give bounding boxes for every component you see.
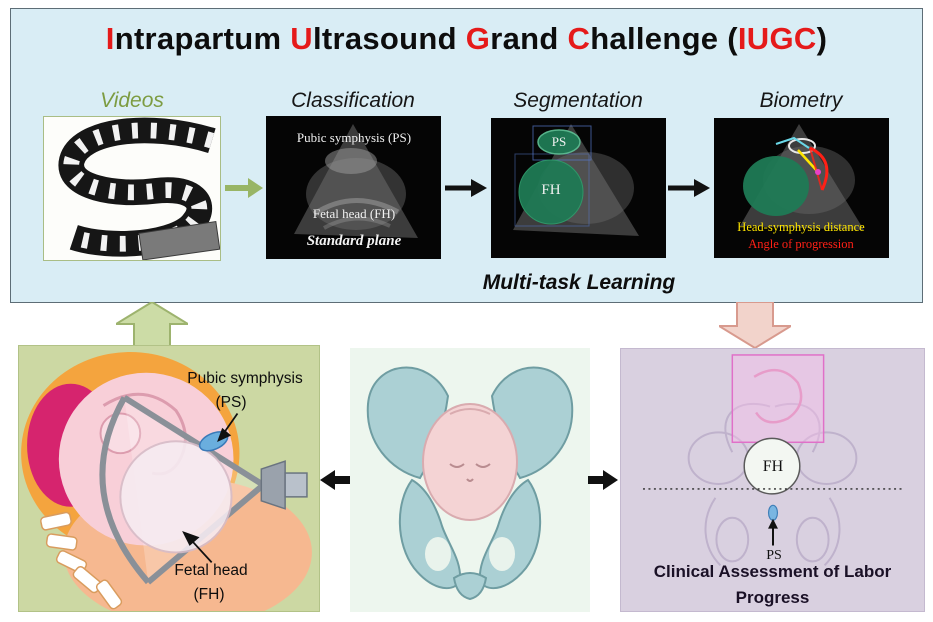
fh-segmentation-mask <box>518 159 584 225</box>
pubic-arch <box>452 572 488 601</box>
multitask-learning-box: Intrapartum Ultrasound Grand Challenge (… <box>10 8 923 303</box>
ultrasound-classification-image <box>266 116 441 259</box>
clinical-ps-label: PS <box>766 548 782 563</box>
title-part: hallenge ( <box>590 21 738 56</box>
transducer <box>260 460 286 510</box>
labor-progress-sketch <box>642 354 905 567</box>
title-part: G <box>465 21 491 56</box>
biometry-hsd-label: Head-symphysis distance <box>737 220 865 234</box>
fh-station-circle <box>743 437 801 495</box>
clinical-caption-line1: Clinical Assessment of Labor <box>653 562 892 581</box>
fh-mask <box>743 156 809 216</box>
ultrasound-segmentation-image <box>491 118 666 258</box>
fetal-anatomy-illustration <box>21 351 312 611</box>
title-part: U <box>290 21 313 56</box>
cyan-measurement-line <box>775 136 810 149</box>
ultrasound-biometry-image <box>714 118 889 258</box>
arrow-pelvis-to-clinical <box>588 470 618 490</box>
anatomy-fh-label-line1: Fetal head <box>174 562 248 579</box>
biometry-aop-label: Angle of progression <box>748 237 854 251</box>
fetal-head-circle <box>119 440 233 554</box>
stage-label-videos: Videos <box>100 89 164 112</box>
biometry-panel: Head-symphysis distance Angle of progres… <box>714 118 889 258</box>
page-title: Intrapartum Ultrasound Grand Challenge (… <box>11 21 922 57</box>
segmentation-ps-label: PS <box>551 134 567 149</box>
arrow-pelvis-to-anatomy <box>320 470 350 490</box>
clinical-assessment-box: FH PS Clinical Assessment of Labor Progr… <box>620 348 925 612</box>
segmentation-fh-label: FH <box>541 182 561 198</box>
clinical-fh-label: FH <box>762 458 784 475</box>
anatomy-fh-label-line2: (FH) <box>193 586 225 603</box>
classification-panel: Pubic symphysis (PS) Fetal head (FH) Sta… <box>266 116 441 259</box>
film-strip-end <box>138 220 220 260</box>
title-part: I <box>105 21 115 56</box>
arrow-classification-to-segmentation <box>445 179 487 197</box>
ps-segmentation-mask <box>537 129 581 155</box>
fetus-region-highlight <box>731 354 825 444</box>
head-symphysis-distance-line <box>797 149 819 173</box>
film-strip-illustration <box>58 117 220 260</box>
up-arrow-videos-input <box>116 302 188 348</box>
stage-label-biometry: Biometry <box>759 89 843 112</box>
angle-of-progression-arc <box>809 146 829 191</box>
stage-label-classification: Classification <box>291 89 415 112</box>
arrow-segmentation-to-biometry <box>668 179 710 197</box>
classification-ps-label: Pubic symphysis (PS) <box>296 130 412 145</box>
title-part: rand <box>490 21 568 56</box>
maternal-spine <box>40 511 123 610</box>
clinical-caption-line2: Progress <box>735 588 810 607</box>
anatomy-ps-label-line1: Pubic symphysis <box>187 370 303 387</box>
classification-caption: Standard plane <box>306 233 402 249</box>
videos-panel <box>43 116 221 261</box>
stage-label-segmentation: Segmentation <box>513 89 643 112</box>
title-part: ) <box>816 21 828 56</box>
title-part: ltrasound <box>312 21 466 56</box>
segmentation-panel: PS FH <box>491 118 666 258</box>
fetal-head-in-pelvis <box>422 403 518 521</box>
pelvis-model-panel <box>350 348 590 612</box>
title-part: ntrapartum <box>114 21 291 56</box>
pelvis-outline-sketch <box>687 402 858 567</box>
ps-pointer-arrow <box>768 518 778 529</box>
title-part: IUGC <box>737 21 817 56</box>
arrow-videos-to-classification <box>225 178 263 198</box>
pelvis-3d-illustration <box>366 366 574 601</box>
anatomy-ps-label-line2: (PS) <box>215 394 247 411</box>
pointer-arrows <box>182 412 239 563</box>
anatomy-illustration-box: Pubic symphysis (PS) Fetal head (FH) <box>18 345 320 612</box>
ps-marker-dot <box>767 504 779 521</box>
multitask-learning-label: Multi-task Learning <box>482 271 676 294</box>
down-arrow-clinical-output <box>719 302 791 348</box>
title-part: C <box>567 21 591 56</box>
classification-fh-label: Fetal head (FH) <box>312 206 396 221</box>
